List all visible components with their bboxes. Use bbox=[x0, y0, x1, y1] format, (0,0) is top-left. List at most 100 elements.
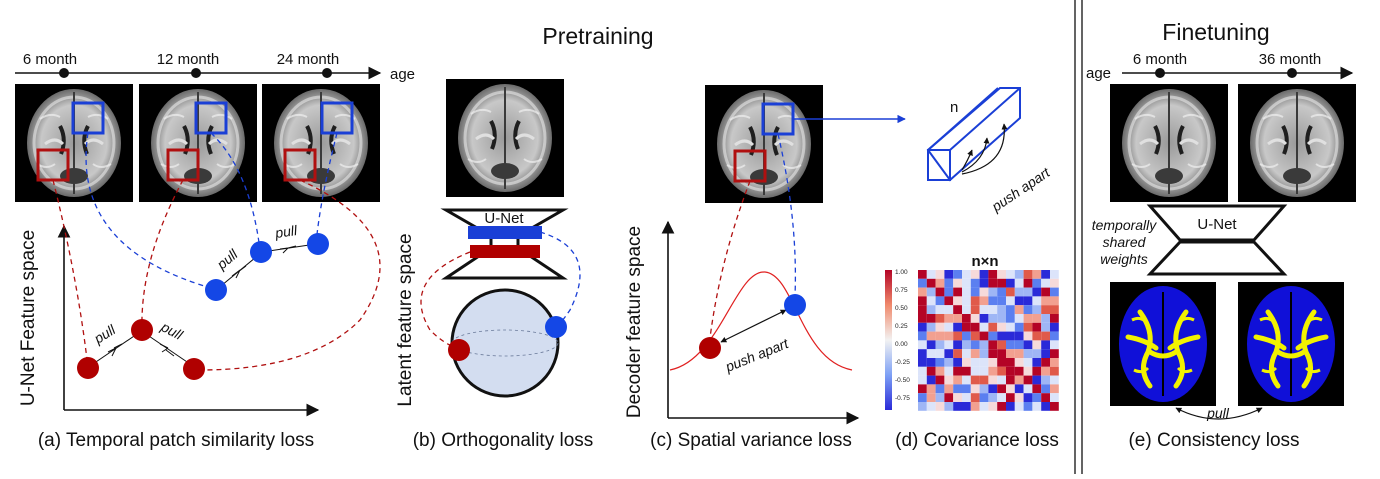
red-dashed-link bbox=[709, 180, 751, 339]
matrix-cell bbox=[1050, 278, 1059, 288]
matrix-cell bbox=[944, 278, 954, 288]
matrix-cell bbox=[970, 331, 980, 341]
matrix-cell bbox=[935, 278, 945, 288]
matrix-cell bbox=[1006, 305, 1015, 314]
matrix-cell bbox=[1032, 331, 1042, 341]
matrix-cell bbox=[1014, 375, 1024, 385]
matrix-cell bbox=[918, 270, 927, 279]
timeline-dot bbox=[322, 68, 332, 78]
matrix-cell bbox=[953, 393, 962, 402]
matrix-cell bbox=[970, 366, 980, 376]
matrix-cell bbox=[926, 278, 936, 288]
blue-feature-point bbox=[205, 279, 227, 301]
matrix-cell bbox=[1041, 322, 1050, 332]
matrix-cell bbox=[997, 305, 1006, 314]
matrix-cell bbox=[1032, 366, 1042, 376]
matrix-cell bbox=[1023, 349, 1033, 358]
matrix-cell bbox=[979, 305, 989, 314]
matrix-cell bbox=[953, 270, 962, 279]
matrix-cell bbox=[1041, 384, 1050, 394]
caption-c: (c) Spatial variance loss bbox=[650, 430, 852, 451]
red-feature-point bbox=[699, 337, 721, 359]
matrix-cell bbox=[1014, 314, 1024, 323]
matrix-cell bbox=[1006, 322, 1015, 332]
colorbar-tick: -0.75 bbox=[895, 395, 910, 402]
matrix-cell bbox=[1006, 384, 1015, 394]
heading-finetuning: Finetuning bbox=[1162, 19, 1269, 45]
matrix-cell bbox=[988, 393, 998, 402]
latent-blue-band bbox=[468, 226, 542, 239]
cube-face bbox=[927, 149, 951, 181]
matrix-cell bbox=[979, 340, 989, 350]
matrix-cell bbox=[962, 322, 971, 332]
matrix-cell bbox=[1014, 296, 1024, 306]
matrix-cell bbox=[988, 270, 998, 279]
matrix-cell bbox=[1006, 402, 1015, 411]
matrix-cell bbox=[926, 366, 936, 376]
unet-label: U-Net bbox=[1197, 216, 1237, 233]
matrix-cell bbox=[970, 287, 980, 297]
matrix-cell bbox=[1006, 349, 1015, 358]
blue-dashed-link bbox=[539, 231, 581, 328]
matrix-cell bbox=[970, 314, 980, 323]
red-dashed-link bbox=[420, 251, 471, 349]
matrix-cell bbox=[1041, 375, 1050, 385]
unet-hourglass bbox=[440, 208, 569, 280]
matrix-cell bbox=[988, 314, 998, 323]
matrix-cell bbox=[926, 384, 936, 394]
unet-decoder bbox=[1146, 240, 1288, 276]
panel-e: age 6 month 36 month U-Net temporally sh… bbox=[1086, 51, 1358, 451]
shared-weights-label: temporally bbox=[1092, 217, 1158, 233]
matrix-cell bbox=[1023, 287, 1033, 297]
matrix-cell bbox=[1050, 331, 1059, 341]
panel-d: n×n 1.000.750.500.250.00-0.25-0.50-0.75 … bbox=[885, 253, 1059, 451]
segmentation-map bbox=[1238, 282, 1344, 406]
matrix-cell bbox=[1006, 314, 1015, 323]
blue-dashed-link bbox=[777, 133, 797, 297]
matrix-cell bbox=[1050, 384, 1059, 394]
matrix-cell bbox=[997, 349, 1006, 358]
matrix-cell bbox=[1023, 384, 1033, 394]
matrix-cell bbox=[1032, 384, 1042, 394]
blue-feature-point bbox=[545, 316, 567, 338]
matrix-cell bbox=[935, 349, 945, 358]
matrix-cell bbox=[918, 322, 927, 332]
matrix-cell bbox=[918, 366, 927, 376]
matrix-cell bbox=[979, 270, 989, 279]
brain-mri-image bbox=[444, 77, 566, 199]
matrix-cell bbox=[1023, 278, 1033, 288]
matrix-cell bbox=[1006, 331, 1015, 341]
matrix-cell bbox=[1050, 349, 1059, 358]
matrix-cell bbox=[1006, 340, 1015, 350]
shared-weights-label: weights bbox=[1100, 251, 1147, 267]
matrix-cell bbox=[962, 375, 971, 385]
matrix-cell bbox=[953, 305, 962, 314]
matrix-cell bbox=[1023, 402, 1033, 411]
matrix-cell bbox=[1050, 402, 1059, 411]
timeline-dot bbox=[59, 68, 69, 78]
matrix-cell bbox=[953, 278, 962, 288]
red-dashed-link bbox=[52, 179, 89, 369]
matrix-cell bbox=[935, 331, 945, 341]
matrix-cell bbox=[1050, 366, 1059, 376]
matrix-cell bbox=[1023, 314, 1033, 323]
matrix-cell bbox=[1032, 349, 1042, 358]
matrix-cell bbox=[988, 384, 998, 394]
matrix-cell bbox=[1041, 366, 1050, 376]
timeline-tick: 36 month bbox=[1259, 51, 1322, 68]
matrix-cell bbox=[926, 296, 936, 306]
matrix-cell bbox=[1050, 314, 1059, 323]
matrix-cell bbox=[926, 270, 936, 279]
sphere-equator bbox=[451, 329, 559, 357]
matrix-cell bbox=[1014, 331, 1024, 341]
matrix-cell bbox=[918, 305, 927, 314]
matrix-cell bbox=[1041, 358, 1050, 367]
y-axis-label: U-Net Feature space bbox=[18, 230, 39, 406]
matrix-cell bbox=[1023, 375, 1033, 385]
matrix-cell bbox=[944, 375, 954, 385]
matrix-cell bbox=[935, 287, 945, 297]
matrix-cell bbox=[918, 375, 927, 385]
matrix-cell bbox=[935, 322, 945, 332]
matrix-cell bbox=[1023, 270, 1033, 279]
